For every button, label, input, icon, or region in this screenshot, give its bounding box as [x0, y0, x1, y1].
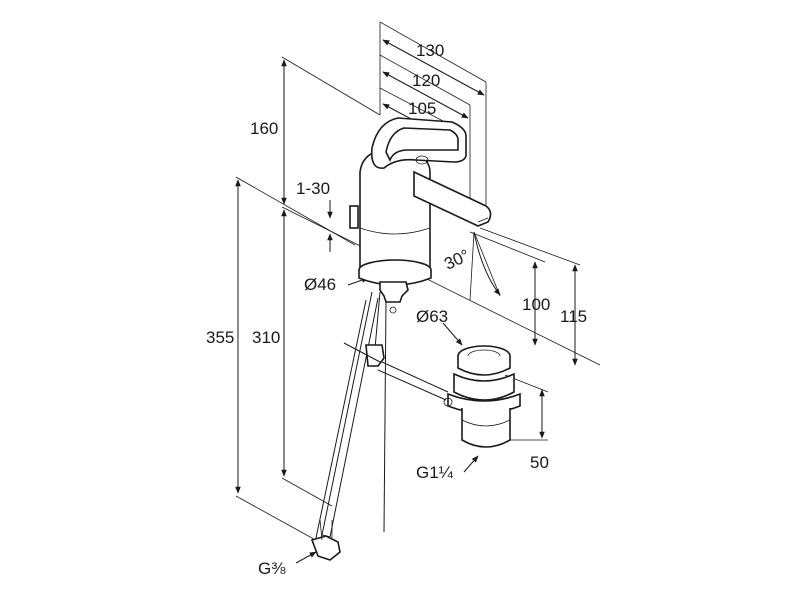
popup-waste [443, 345, 521, 448]
dimension-50: 50 [530, 453, 549, 472]
dimension-1-30: 1-30 [296, 179, 330, 198]
dimension-355: 355 [206, 328, 234, 347]
dimension-diameter-46: Ø46 [304, 275, 336, 294]
dimension-120: 120 [412, 71, 440, 90]
dimension-angle-30: 30° [441, 246, 472, 274]
dimension-105: 105 [408, 99, 436, 118]
dimension-115: 115 [560, 307, 587, 326]
supply-lines [310, 281, 449, 561]
dimension-130: 130 [416, 41, 444, 60]
dimension-100: 100 [522, 295, 550, 314]
dimension-310: 310 [252, 328, 280, 347]
dimension-160: 160 [250, 119, 278, 138]
dimension-lines [235, 39, 578, 564]
thread-g3-8: G⅜ [258, 559, 286, 578]
dimension-diameter-63: Ø63 [416, 307, 448, 326]
dimension-labels: 130 120 105 160 1-30 30° Ø46 100 115 Ø63… [206, 41, 587, 578]
faucet-body [349, 117, 492, 286]
thread-g1-quarter: G1¼ [416, 463, 454, 482]
